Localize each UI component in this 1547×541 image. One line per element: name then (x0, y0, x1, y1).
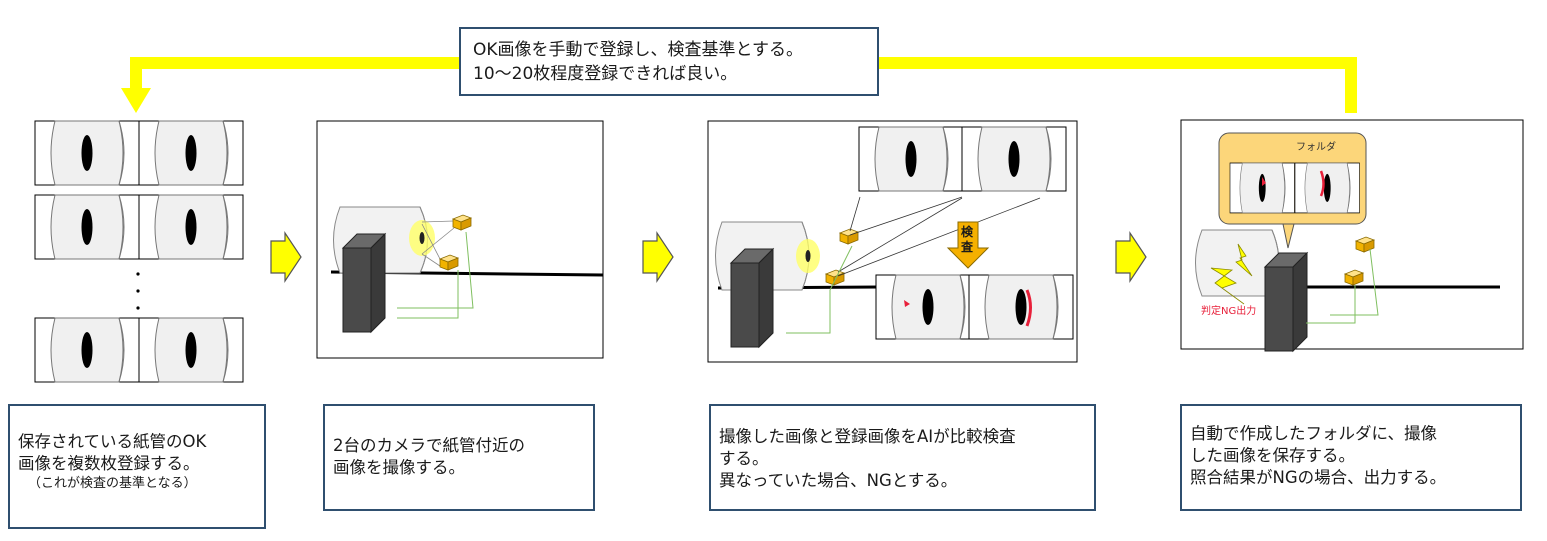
inspect-label-1: 検 (960, 225, 973, 239)
inspection-scene (707, 120, 1078, 363)
capture-scene (316, 120, 604, 359)
caption-line: 自動で作成したフォルダに、撮像 (1190, 424, 1438, 443)
tube-image-icon (34, 317, 140, 383)
tube-image-icon (968, 274, 1074, 340)
lightning-icon (1210, 267, 1245, 305)
caption-line: 2台のカメラで紙管付近の (333, 436, 525, 455)
tube-image-icon (858, 126, 964, 192)
step-1-caption: 保存されている紙管のOK 画像を複数枚登録する。 （これが検査の基準となる） (8, 404, 266, 529)
machine-box-icon (730, 248, 774, 348)
machine-box-icon (1264, 252, 1308, 352)
lightning-icon (1235, 243, 1253, 277)
tube-image-icon (34, 120, 140, 186)
registered-ok-images (34, 120, 244, 383)
flow-arrow-icon (642, 232, 674, 282)
tube-image-icon (138, 317, 244, 383)
top-loop-arrow (121, 57, 1357, 113)
tube-image-icon (138, 120, 244, 186)
step-2-caption: 2台のカメラで紙管付近の 画像を撮像する。 (323, 404, 595, 511)
flow-arrow-icon (270, 232, 302, 282)
tube-image-icon (34, 194, 140, 260)
caption-line: 異なっていた場合、NGとする。 (719, 471, 958, 490)
caption-line: 照合結果がNGの場合、出力する。 (1190, 468, 1447, 487)
caption-line: 画像を撮像する。 (333, 458, 465, 477)
machine-box-icon (342, 233, 386, 333)
tube-image-icon (138, 194, 244, 260)
registration-note: OK画像を手動で登録し、検査基準とする。 10～20枚程度登録できれば良い。 (459, 27, 879, 96)
tube-image-icon (875, 274, 981, 340)
tube-image-icon (1294, 162, 1360, 214)
caption-line: 画像を複数枚登録する。 (18, 454, 200, 473)
step-3-caption: 撮像した画像と登録画像をAIが比較検査 する。 異なっていた場合、NGとする。 (709, 404, 1096, 511)
note-line-1: OK画像を手動で登録し、検査基準とする。 (473, 40, 804, 60)
caption-line: 撮像した画像と登録画像をAIが比較検査 (719, 427, 1016, 446)
folder-label: フォルダ (1296, 142, 1336, 153)
tube-image-icon (961, 126, 1067, 192)
save-output-scene (1180, 119, 1524, 352)
inspect-label-2: 査 (960, 240, 973, 254)
caption-note: （これが検査の基準となる） (28, 476, 197, 491)
caption-line: 保存されている紙管のOK (18, 432, 207, 451)
ng-output-label: 判定NG出力 (1201, 306, 1257, 317)
step-4-caption: 自動で作成したフォルダに、撮像 した画像を保存する。 照合結果がNGの場合、出力… (1180, 404, 1522, 511)
caption-line: する。 (719, 449, 769, 468)
caption-line: した画像を保存する。 (1190, 446, 1355, 465)
tube-image-icon (1229, 162, 1295, 214)
note-line-2: 10～20枚程度登録できれば良い。 (473, 64, 738, 84)
flow-arrow-icon (1115, 232, 1147, 282)
